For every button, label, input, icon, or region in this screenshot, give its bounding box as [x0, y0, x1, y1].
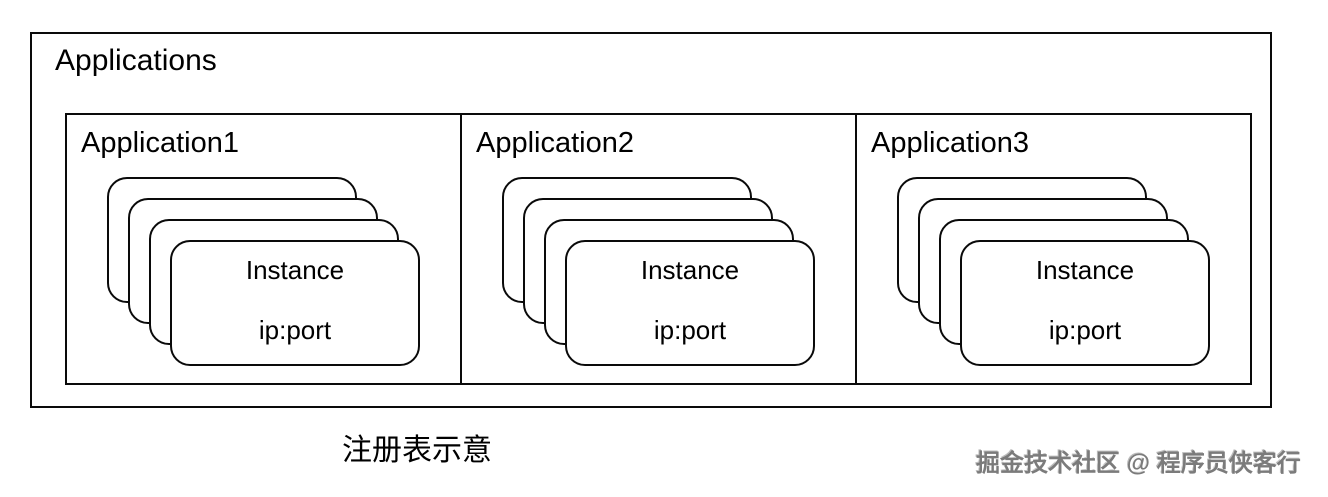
diagram-caption: 注册表示意: [342, 434, 492, 467]
instance-address: ip:port: [653, 315, 727, 345]
watermark-text: 掘金技术社区 @ 程序员侠客行: [976, 450, 1301, 477]
instance-card-front: Instance ip:port: [565, 240, 815, 366]
applications-row: Application1 Instance ip:port Applicatio…: [65, 113, 1252, 385]
instance-card-front: Instance ip:port: [960, 240, 1210, 366]
instance-stack: Instance ip:port: [897, 177, 1212, 368]
instance-address: ip:port: [258, 315, 332, 345]
application-label: Application2: [476, 127, 634, 159]
instance-address: ip:port: [1048, 315, 1122, 345]
applications-group-box: Applications Application1 Instance ip:po…: [30, 32, 1272, 408]
instance-title: Instance: [245, 255, 345, 285]
instance-stack: Instance ip:port: [502, 177, 817, 368]
application-box-3: Application3 Instance ip:port: [855, 113, 1252, 385]
application-box-1: Application1 Instance ip:port: [65, 113, 462, 385]
application-label: Application1: [81, 127, 239, 159]
application-label: Application3: [871, 127, 1029, 159]
application-box-2: Application2 Instance ip:port: [460, 113, 857, 385]
instance-title: Instance: [640, 255, 740, 285]
instance-title: Instance: [1035, 255, 1135, 285]
applications-group-label: Applications: [55, 44, 217, 77]
instance-stack: Instance ip:port: [107, 177, 422, 368]
instance-card-front: Instance ip:port: [170, 240, 420, 366]
